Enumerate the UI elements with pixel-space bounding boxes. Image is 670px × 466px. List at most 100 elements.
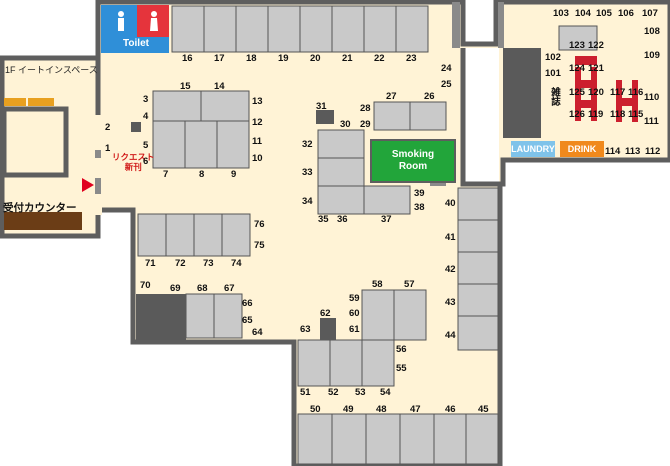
seat-number[interactable]: 18 (246, 53, 257, 64)
seat-number[interactable]: 27 (386, 91, 397, 102)
seat-number[interactable]: 110 (644, 92, 660, 103)
seat-number[interactable]: 29 (360, 119, 371, 130)
seat-number[interactable]: 55 (396, 363, 407, 374)
seat-number[interactable]: 125 (569, 87, 585, 98)
seat-number[interactable]: 115 (628, 109, 644, 120)
seat-number[interactable]: 108 (644, 26, 660, 37)
seat-number[interactable]: 123 (569, 40, 585, 51)
seat-number[interactable]: 72 (175, 258, 186, 269)
seat-number[interactable]: 24 (441, 63, 452, 74)
seat-number[interactable]: 28 (360, 103, 371, 114)
seat-number[interactable]: 44 (445, 330, 456, 341)
seat-number[interactable]: 73 (203, 258, 214, 269)
seat-number[interactable]: 52 (328, 387, 339, 398)
seat-number[interactable]: 45 (478, 404, 489, 415)
seat-number[interactable]: 76 (254, 219, 265, 230)
seat-number[interactable]: 14 (214, 81, 225, 92)
seat-number[interactable]: 37 (381, 214, 392, 225)
seat-number[interactable]: 7 (163, 169, 169, 180)
seat-number[interactable]: 2 (105, 122, 111, 133)
seat-number[interactable]: 50 (310, 404, 321, 415)
seat-number[interactable]: 65 (242, 315, 253, 326)
seat-number[interactable]: 42 (445, 264, 456, 275)
seat-number[interactable]: 119 (588, 109, 604, 120)
seat-number[interactable]: 3 (143, 94, 149, 105)
seat-number[interactable]: 31 (316, 101, 327, 112)
seat-number[interactable]: 62 (320, 308, 331, 319)
seat-number[interactable]: 10 (252, 153, 263, 164)
seat-number[interactable]: 32 (302, 139, 313, 150)
seat-number[interactable]: 69 (170, 283, 181, 294)
seat-number[interactable]: 22 (374, 53, 385, 64)
seat-number[interactable]: 26 (424, 91, 435, 102)
seat-number[interactable]: 46 (445, 404, 456, 415)
seat-number[interactable]: 111 (644, 116, 659, 127)
seat-number[interactable]: 114 (605, 146, 621, 157)
seat-number[interactable]: 102 (545, 52, 561, 63)
seat-number[interactable]: 9 (231, 169, 237, 180)
seat-number[interactable]: 101 (545, 68, 561, 79)
seat-number[interactable]: 59 (349, 293, 360, 304)
seat-number[interactable]: 61 (349, 324, 360, 335)
seat-number[interactable]: 70 (140, 280, 151, 291)
seat-number[interactable]: 56 (396, 344, 407, 355)
seat-number[interactable]: 74 (231, 258, 242, 269)
seat-number[interactable]: 54 (380, 387, 391, 398)
seat-number[interactable]: 118 (610, 109, 626, 120)
seat-number[interactable]: 47 (410, 404, 421, 415)
seat-number[interactable]: 6 (143, 156, 149, 167)
seat-number[interactable]: 71 (145, 258, 156, 269)
seat-number[interactable]: 117 (610, 87, 626, 98)
seat-number[interactable]: 1 (105, 143, 111, 154)
seat-number[interactable]: 34 (302, 196, 313, 207)
seat-number[interactable]: 19 (278, 53, 289, 64)
seat-number[interactable]: 35 (318, 214, 329, 225)
seat-number[interactable]: 104 (575, 8, 591, 19)
seat-number[interactable]: 60 (349, 308, 360, 319)
seat-number[interactable]: 33 (302, 167, 313, 178)
seat-number[interactable]: 39 (414, 188, 425, 199)
seat-number[interactable]: 38 (414, 202, 425, 213)
seat-number[interactable]: 112 (645, 146, 661, 157)
seat-number[interactable]: 120 (588, 87, 604, 98)
seat-number[interactable]: 67 (224, 283, 235, 294)
seat-number[interactable]: 126 (569, 109, 585, 120)
seat-number[interactable]: 51 (300, 387, 311, 398)
seat-number[interactable]: 64 (252, 327, 263, 338)
seat-number[interactable]: 13 (252, 96, 263, 107)
seat-number[interactable]: 30 (340, 119, 351, 130)
seat-number[interactable]: 23 (406, 53, 417, 64)
seat-number[interactable]: 57 (404, 279, 415, 290)
seat-number[interactable]: 40 (445, 198, 456, 209)
seat-number[interactable]: 41 (445, 232, 456, 243)
seat-number[interactable]: 8 (199, 169, 205, 180)
seat-number[interactable]: 122 (588, 40, 604, 51)
seat-number[interactable]: 103 (553, 8, 569, 19)
seat-number[interactable]: 68 (197, 283, 208, 294)
seat-number[interactable]: 21 (342, 53, 353, 64)
seat-number[interactable]: 121 (588, 63, 604, 74)
seat-number[interactable]: 107 (642, 8, 658, 19)
seat-number[interactable]: 48 (376, 404, 387, 415)
seat-number[interactable]: 5 (143, 140, 149, 151)
seat-number[interactable]: 43 (445, 297, 456, 308)
seat-number[interactable]: 12 (252, 117, 263, 128)
seat-number[interactable]: 105 (596, 8, 612, 19)
seat-number[interactable]: 66 (242, 298, 253, 309)
seat-number[interactable]: 49 (343, 404, 354, 415)
seat-number[interactable]: 20 (310, 53, 321, 64)
seat-number[interactable]: 106 (618, 8, 634, 19)
seat-number[interactable]: 25 (441, 79, 452, 90)
seat-number[interactable]: 113 (625, 146, 641, 157)
seat-number[interactable]: 53 (355, 387, 366, 398)
seat-number[interactable]: 36 (337, 214, 348, 225)
seat-number[interactable]: 15 (180, 81, 191, 92)
seat-number[interactable]: 75 (254, 240, 265, 251)
seat-number[interactable]: 124 (569, 63, 585, 74)
seat-number[interactable]: 16 (182, 53, 193, 64)
seat-number[interactable]: 11 (252, 136, 263, 147)
seat-number[interactable]: 4 (143, 111, 149, 122)
seat-number[interactable]: 109 (644, 50, 660, 61)
seat-number[interactable]: 17 (214, 53, 225, 64)
seat-number[interactable]: 63 (300, 324, 311, 335)
